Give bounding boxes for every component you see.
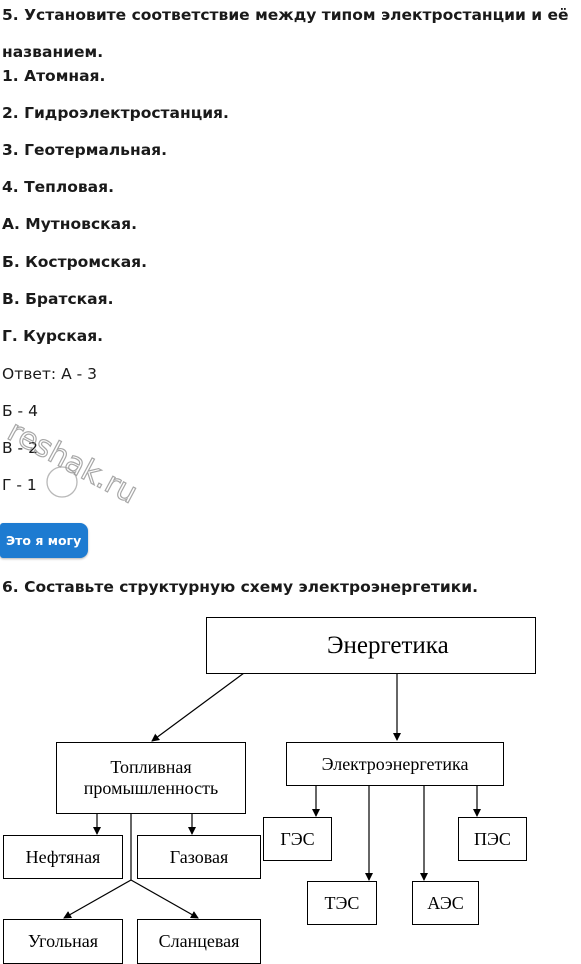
list-item: А. Мутновская. xyxy=(2,215,137,233)
node-shale: Сланцевая xyxy=(137,919,261,964)
can-do-button[interactable]: Это я могу xyxy=(0,523,88,558)
list-item: 1. Атомная. xyxy=(2,67,106,85)
node-energetika: Энергетика xyxy=(206,617,536,674)
copyright-icon xyxy=(46,466,78,498)
question-6-title: 6. Составьте структурную схему электроэн… xyxy=(2,578,478,596)
answer-line: В - 2 xyxy=(2,439,38,457)
watermark-text: reshak.ru xyxy=(2,414,143,511)
node-fuel-industry: Топливная промышленность xyxy=(56,742,246,814)
node-oil: Нефтяная xyxy=(3,835,123,879)
node-gas: Газовая xyxy=(137,835,261,879)
list-item: 3. Геотермальная. xyxy=(2,141,167,159)
node-hpp: ГЭС xyxy=(263,817,332,861)
node-npp: АЭС xyxy=(412,881,479,925)
list-item: 2. Гидроэлектростанция. xyxy=(2,104,229,122)
node-spp: ПЭС xyxy=(458,817,527,861)
node-fuel-line-2: промышленность xyxy=(83,778,219,798)
node-coal: Угольная xyxy=(3,919,123,964)
list-item: В. Братская. xyxy=(2,290,114,308)
list-item: Б. Костромская. xyxy=(2,253,148,271)
node-tpp: ТЭС xyxy=(307,881,377,925)
answer-line: Б - 4 xyxy=(2,402,38,420)
diagram-connectors xyxy=(63,672,481,919)
structure-diagram: Энергетика Топливная промышленность Элек… xyxy=(0,612,581,964)
node-fuel-line-1: Топливная xyxy=(110,757,192,777)
list-item: 4. Тепловая. xyxy=(2,178,114,196)
answer-line: Ответ: А - 3 xyxy=(2,365,97,383)
answer-line: Г - 1 xyxy=(2,476,37,494)
question-5-title: 5. Установите соответствие между типом э… xyxy=(2,6,569,61)
list-item: Г. Курская. xyxy=(2,327,104,345)
node-electroenergetika: Электроэнергетика xyxy=(286,742,504,786)
